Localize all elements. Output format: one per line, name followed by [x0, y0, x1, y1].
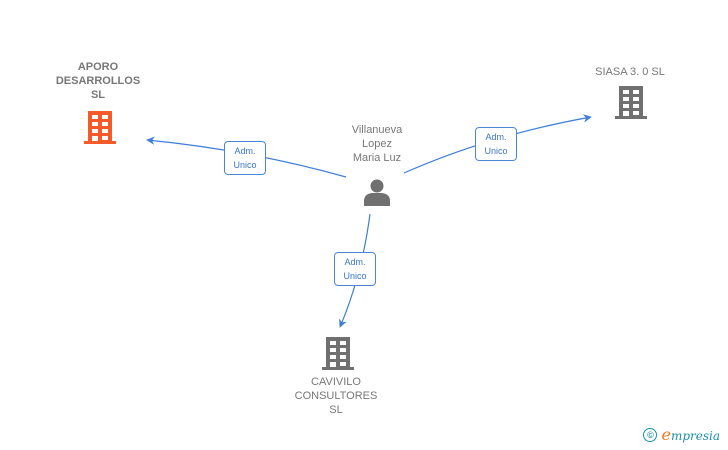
edge-label-cavivilo[interactable]: Adm. Unico	[334, 252, 376, 286]
edge-label-line-2: Unico	[233, 160, 257, 170]
edge-label-line-2: Unico	[343, 271, 367, 281]
person-node-label[interactable]: Villanueva Lopez Maria Luz	[322, 123, 432, 165]
brand-name: mpresia	[670, 429, 720, 443]
siasa-name-line-1: SIASA 3. 0 SL	[595, 66, 665, 78]
brand-initial: e	[661, 425, 671, 444]
edge-label-siasa[interactable]: Adm. Unico	[475, 127, 517, 161]
person-name-line-1: Villanueva	[351, 124, 403, 136]
cavivilo-name-line-1: CAVIVILO	[311, 376, 361, 388]
footer-branding: © empresia	[643, 425, 720, 444]
edge-label-line-1: Adm.	[485, 132, 507, 142]
brand-logo[interactable]: empresia	[661, 425, 720, 444]
edge-label-aporo[interactable]: Adm. Unico	[224, 141, 266, 175]
aporo-name-line-1: APORO	[77, 61, 119, 73]
person-name-line-3: Maria Luz	[352, 152, 402, 164]
building-icon[interactable]	[84, 110, 116, 144]
edge-label-line-1: Adm.	[234, 146, 256, 156]
edge-label-line-1: Adm.	[344, 257, 366, 267]
cavivilo-name-line-3: SL	[329, 404, 343, 416]
cavivilo-node-label[interactable]: CAVIVILO CONSULTORES SL	[276, 375, 396, 417]
edge-label-line-2: Unico	[484, 146, 508, 156]
person-name-line-2: Lopez	[362, 138, 392, 150]
building-icon[interactable]	[322, 336, 354, 370]
copyright-icon: ©	[643, 427, 658, 442]
aporo-name-line-3: SL	[90, 89, 106, 101]
aporo-node-label[interactable]: APORO DESARROLLOS SL	[38, 60, 158, 102]
siasa-node-label[interactable]: SIASA 3. 0 SL	[570, 65, 690, 79]
cavivilo-name-line-2: CONSULTORES	[294, 390, 378, 402]
person-icon[interactable]	[362, 177, 392, 207]
building-icon[interactable]	[615, 85, 647, 119]
aporo-name-line-2: DESARROLLOS	[55, 75, 141, 87]
